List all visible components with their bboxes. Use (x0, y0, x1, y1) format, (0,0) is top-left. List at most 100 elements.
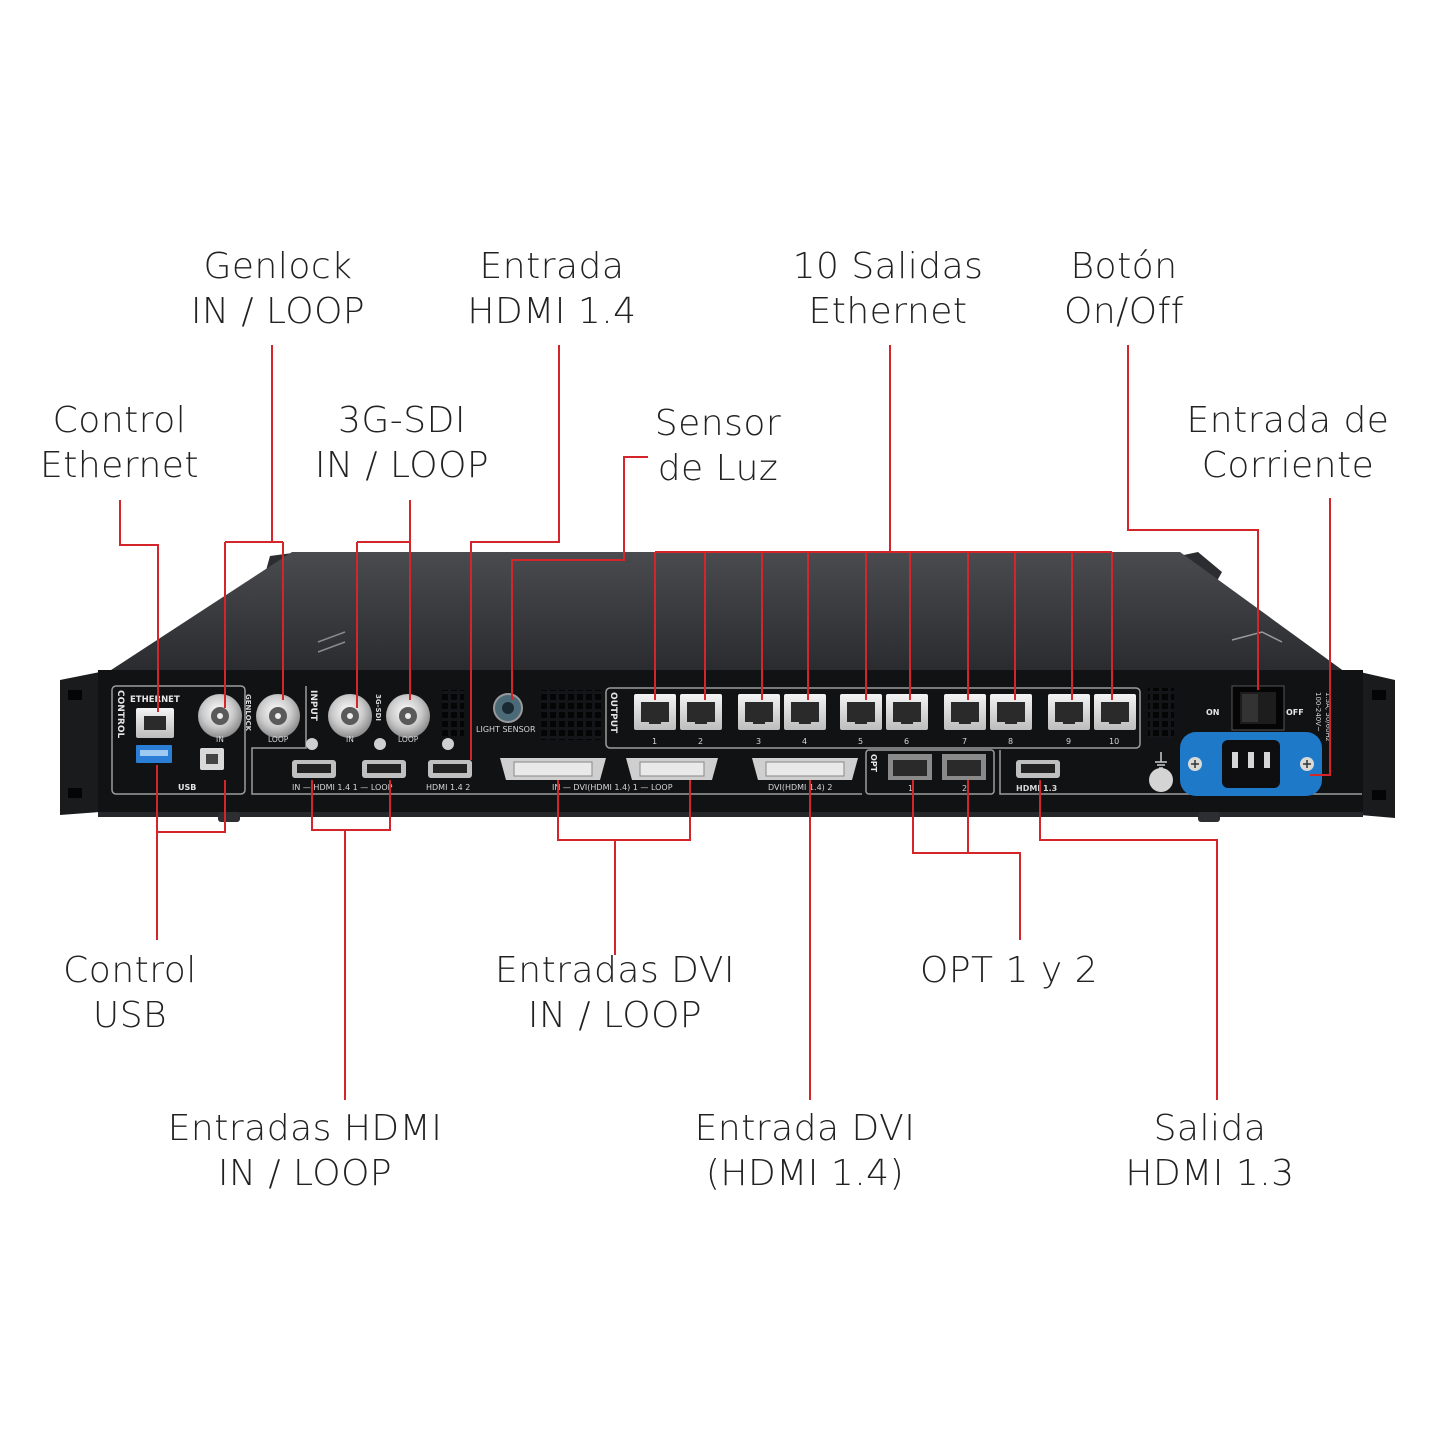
callout-power-button-line-1: Botón (1070, 246, 1178, 287)
callout-control-ethernet: Control Ethernet (22, 398, 217, 488)
leader-dvi-inputs (557, 780, 691, 955)
callout-power-button: Botón On/Off (1034, 244, 1214, 334)
leader-sdi (356, 500, 411, 708)
genlock-in-bnc[interactable] (198, 694, 242, 738)
ethernet-output-port-9[interactable] (1048, 694, 1090, 730)
ethernet-output-port-10[interactable] (1094, 694, 1136, 730)
callout-dvi-hdmi14-line-1: Entrada DVI (694, 1108, 916, 1149)
dvi-2-label: DVI(HDMI 1.4) 2 (768, 783, 832, 792)
leader-hdmi14-in (470, 345, 560, 760)
callout-eth-outputs-line-2: Ethernet (808, 291, 968, 332)
callout-hdmi14-in-line-1: Entrada (479, 246, 625, 287)
leader-eth-outputs (654, 345, 1113, 700)
dvi-in-port[interactable] (500, 758, 606, 780)
callout-hdmi13-out-line-1: Salida (1153, 1108, 1267, 1149)
leader-control-usb (156, 765, 226, 940)
ethernet-label: ETHERNET (130, 695, 180, 705)
callout-control-ethernet-line-2: Ethernet (39, 445, 200, 486)
callout-opt-line-1: OPT 1 y 2 (920, 950, 1098, 991)
ethernet-output-number-8: 8 (1008, 737, 1013, 746)
callout-hdmi13-out: Salida HDMI 1.3 (1100, 1106, 1320, 1196)
dvi-loop-port[interactable] (626, 758, 718, 780)
power-inlet[interactable] (1180, 732, 1322, 796)
callout-sdi: 3G-SDI IN / LOOP (292, 398, 512, 488)
ethernet-output-number-5: 5 (858, 737, 863, 746)
rating-line-2: 100-240V~ (1314, 692, 1322, 732)
callout-dvi-hdmi14-line-2: (HDMI 1.4) (705, 1153, 905, 1194)
input-group: INPUT (251, 686, 862, 795)
genlock-loop-bnc[interactable] (256, 694, 300, 738)
hdmi14-loop-port[interactable] (362, 760, 406, 778)
callout-eth-outputs: 10 Salidas Ethernet (778, 244, 998, 334)
control-label: CONTROL (115, 690, 125, 739)
opt-2-label: 2 (962, 784, 967, 793)
ground-screw (1149, 752, 1173, 792)
callout-hdmi13-out-line-2: HDMI 1.3 (1125, 1153, 1295, 1194)
callout-control-usb-line-1: Control (63, 950, 197, 991)
callout-hdmi-inputs: Entradas HDMI IN / LOOP (155, 1106, 455, 1196)
callout-hdmi-inputs-line-2: IN / LOOP (217, 1153, 393, 1194)
sdi-in-tag: IN (346, 735, 354, 744)
callout-hdmi14-in: Entrada HDMI 1.4 (452, 244, 652, 334)
callout-power-input: Entrada de Corriente (1168, 398, 1408, 488)
callout-power-input-line-1: Entrada de (1186, 400, 1390, 441)
sdi-in-bnc[interactable] (328, 694, 372, 738)
ethernet-output-port-7[interactable] (944, 694, 986, 730)
ethernet-output-port-6[interactable] (886, 694, 928, 730)
callout-light-sensor: Sensor de Luz (640, 401, 796, 491)
off-label: OFF (1286, 708, 1304, 717)
hdmi14-1-label: IN — HDMI 1.4 1 — LOOP (292, 783, 393, 792)
callout-genlock-line-1: Genlock (203, 246, 353, 287)
callout-control-usb-line-2: USB (92, 995, 168, 1036)
hdmi14-2-port[interactable] (428, 760, 472, 778)
genlock-label: GENLOCK (244, 694, 252, 732)
opt-label: OPT (869, 754, 878, 773)
callout-power-button-line-2: On/Off (1064, 291, 1184, 332)
leader-power-button (1127, 345, 1259, 690)
ethernet-output-number-1: 1 (652, 737, 657, 746)
leader-opt (912, 780, 1021, 940)
dvi-1-label: IN — DVI(HDMI 1.4) 1 — LOOP (552, 783, 673, 792)
callout-light-sensor-line-2: de Luz (657, 448, 779, 489)
genlock-loop-tag: LOOP (268, 735, 289, 744)
callout-control-ethernet-line-1: Control (52, 400, 187, 441)
ethernet-output-port-8[interactable] (990, 694, 1032, 730)
leader-hdmi-inputs (311, 780, 391, 1100)
control-group: CONTROL ETHERNET USB (111, 685, 246, 795)
input-label: INPUT (308, 690, 318, 722)
callout-light-sensor-line-1: Sensor (654, 403, 782, 444)
sdi-loop-bnc[interactable] (386, 694, 430, 738)
light-sensor-label: LIGHT SENSOR (476, 725, 536, 734)
ethernet-output-port-3[interactable] (738, 694, 780, 730)
ethernet-output-number-9: 9 (1066, 737, 1071, 746)
ethernet-output-number-6: 6 (904, 737, 909, 746)
callout-sdi-line-1: 3G-SDI (338, 400, 466, 441)
genlock-in-tag: IN (216, 735, 224, 744)
power-switch[interactable] (1231, 685, 1285, 731)
dvi-hdmi14-2-port[interactable] (752, 758, 858, 780)
ethernet-output-number-7: 7 (962, 737, 967, 746)
sdi-loop-tag: LOOP (398, 735, 419, 744)
output-group: OUTPUT (605, 687, 1141, 749)
hdmi13-output-port[interactable] (1016, 760, 1060, 778)
opt-1-label: 1 (908, 784, 913, 793)
ethernet-output-number-4: 4 (802, 737, 807, 746)
callout-power-input-line-2: Corriente (1201, 445, 1375, 486)
leader-hdmi13-out (1039, 780, 1218, 1100)
callout-dvi-hdmi14: Entrada DVI (HDMI 1.4) (680, 1106, 930, 1196)
leader-genlock (224, 345, 284, 708)
leader-light-sensor (511, 456, 648, 700)
callout-hdmi14-in-line-2: HDMI 1.4 (467, 291, 637, 332)
callout-control-usb: Control USB (40, 948, 220, 1038)
ethernet-output-port-5[interactable] (840, 694, 882, 730)
output-label: OUTPUT (608, 692, 618, 734)
ethernet-output-port-1[interactable] (634, 694, 676, 730)
leader-power-input (1310, 498, 1331, 776)
usb-label: USB (178, 783, 196, 792)
ethernet-output-port-2[interactable] (680, 694, 722, 730)
ethernet-output-port-4[interactable] (784, 694, 826, 730)
hdmi14-in-port[interactable] (292, 760, 336, 778)
callout-genlock-line-2: IN / LOOP (190, 291, 366, 332)
